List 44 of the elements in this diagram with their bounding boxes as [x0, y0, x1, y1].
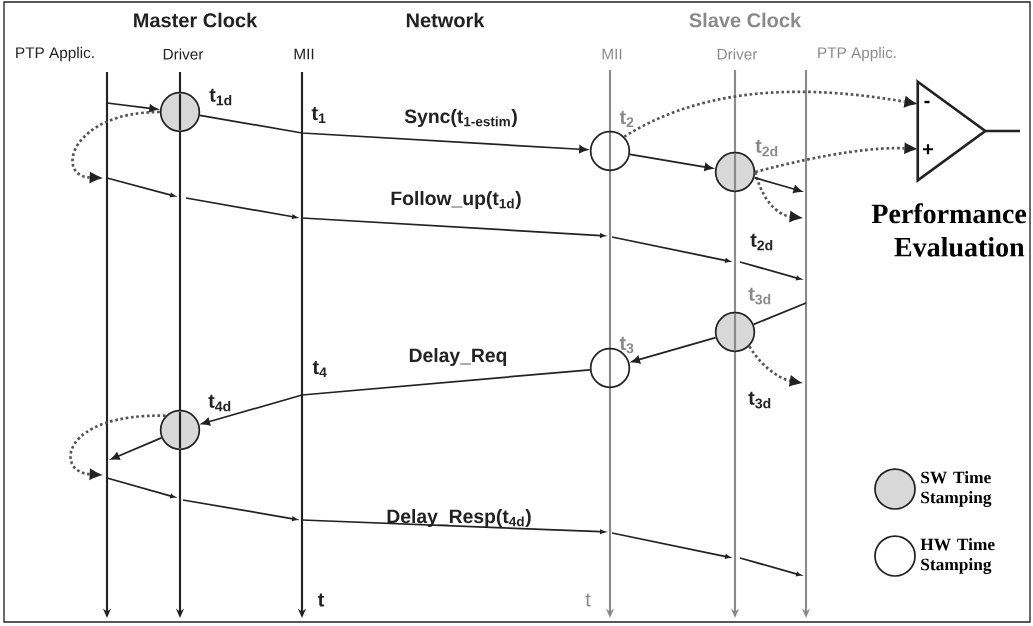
timestamp-label: t$_{4d}$	[208, 394, 231, 412]
timestamp-label: t$_{2}$	[619, 110, 634, 128]
sw-timestamp-circle	[159, 409, 201, 451]
timestamp-label: t$_{3}$	[619, 336, 634, 354]
sw-timestamp-circle	[714, 311, 756, 353]
timestamp-label: t$_{2d}$	[755, 139, 778, 157]
timestamp-label: t$_{1}$	[311, 106, 326, 124]
message-label: Delay_Resp(t$_{4d}$)	[387, 509, 531, 527]
lifeline-name: Driver	[717, 48, 758, 60]
timestamp-label: t$_{3d}$	[748, 287, 771, 305]
message-arrow	[201, 368, 591, 426]
dotted-arrow	[753, 171, 803, 223]
timestamp-label: t$_{1d}$	[209, 88, 232, 106]
message-label: Follow_up(t$_{1d}$)	[391, 191, 521, 209]
sw-timestamp-circle	[714, 151, 756, 193]
input-sign: -	[924, 100, 930, 104]
dotted-arrow	[754, 142, 918, 174]
timestamp-label: t$_{4}$	[312, 360, 327, 378]
message-arrow	[111, 437, 163, 460]
message-arrow	[753, 176, 802, 194]
message-arrow	[629, 153, 713, 171]
message-label: Delay_Req	[409, 348, 507, 366]
timestamp-label: t$_{2d}$	[750, 233, 773, 251]
message-arrow	[199, 114, 588, 154]
dotted-arrow	[748, 345, 803, 387]
group-heading: Network	[406, 12, 485, 28]
legend-label: HW Time Stamping	[920, 538, 995, 574]
lifeline-name: Driver	[163, 48, 204, 60]
node-label: Performance Evaluation	[871, 203, 1027, 257]
legend-label: SW Time Stamping	[921, 471, 992, 507]
hw-timestamp-circle	[589, 130, 631, 172]
time-axis-label: t	[585, 593, 591, 607]
time-axis-label: t	[317, 593, 325, 607]
dotted-arrow	[69, 414, 166, 481]
lifeline-name: MII	[294, 48, 314, 60]
message-arrow	[106, 102, 158, 113]
dotted-arrow	[623, 90, 918, 138]
group-heading: Slave Clock	[689, 12, 802, 28]
lifeline-name: MII	[602, 48, 622, 60]
input-sign: +	[923, 144, 934, 155]
message-arrow	[631, 336, 717, 364]
sw-timestamp-circle	[159, 91, 201, 133]
dotted-arrow	[71, 110, 160, 184]
lifeline-name: PTP Applic.	[16, 46, 94, 62]
